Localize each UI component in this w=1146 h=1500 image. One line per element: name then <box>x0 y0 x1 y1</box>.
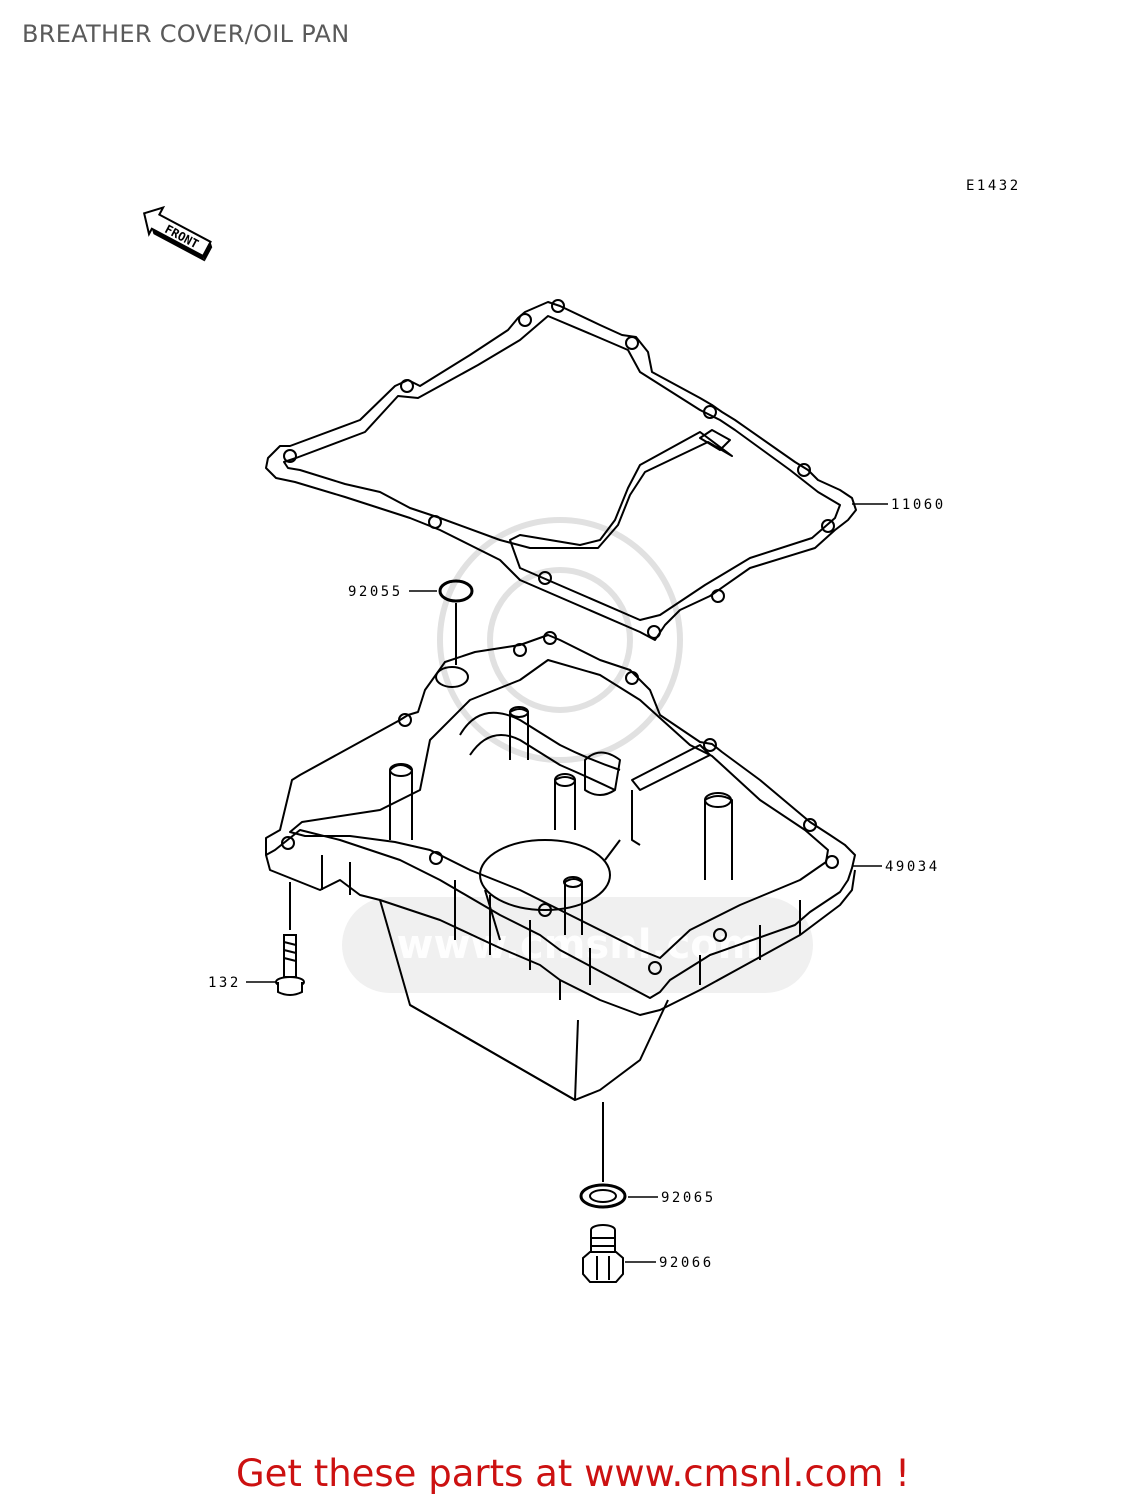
watermark-logo <box>342 517 813 993</box>
page-title: BREATHER COVER/OIL PAN <box>22 20 350 48</box>
bolt-132 <box>275 882 305 996</box>
oil-pan-49034 <box>265 631 856 1101</box>
diagram-code: E1432 <box>966 178 1021 194</box>
part-label-92066: 92066 <box>659 1255 714 1271</box>
part-label-49034: 49034 <box>885 859 940 875</box>
part-label-92055: 92055 <box>348 584 403 600</box>
drain-plug-92066 <box>582 1224 624 1283</box>
part-label-132: 132 <box>208 975 241 991</box>
gasket-11060 <box>265 299 857 641</box>
footer-link[interactable]: Get these parts at www.cmsnl.com ! <box>235 1452 910 1495</box>
front-arrow-icon: FRONT <box>142 205 213 262</box>
leader-lines <box>246 503 888 1263</box>
watermark-text: www.cmsnl.com <box>397 922 760 968</box>
drain-washer-92065 <box>579 1183 627 1209</box>
part-label-11060: 11060 <box>891 497 946 513</box>
part-label-92065: 92065 <box>661 1190 716 1206</box>
oring-92055 <box>438 579 474 603</box>
